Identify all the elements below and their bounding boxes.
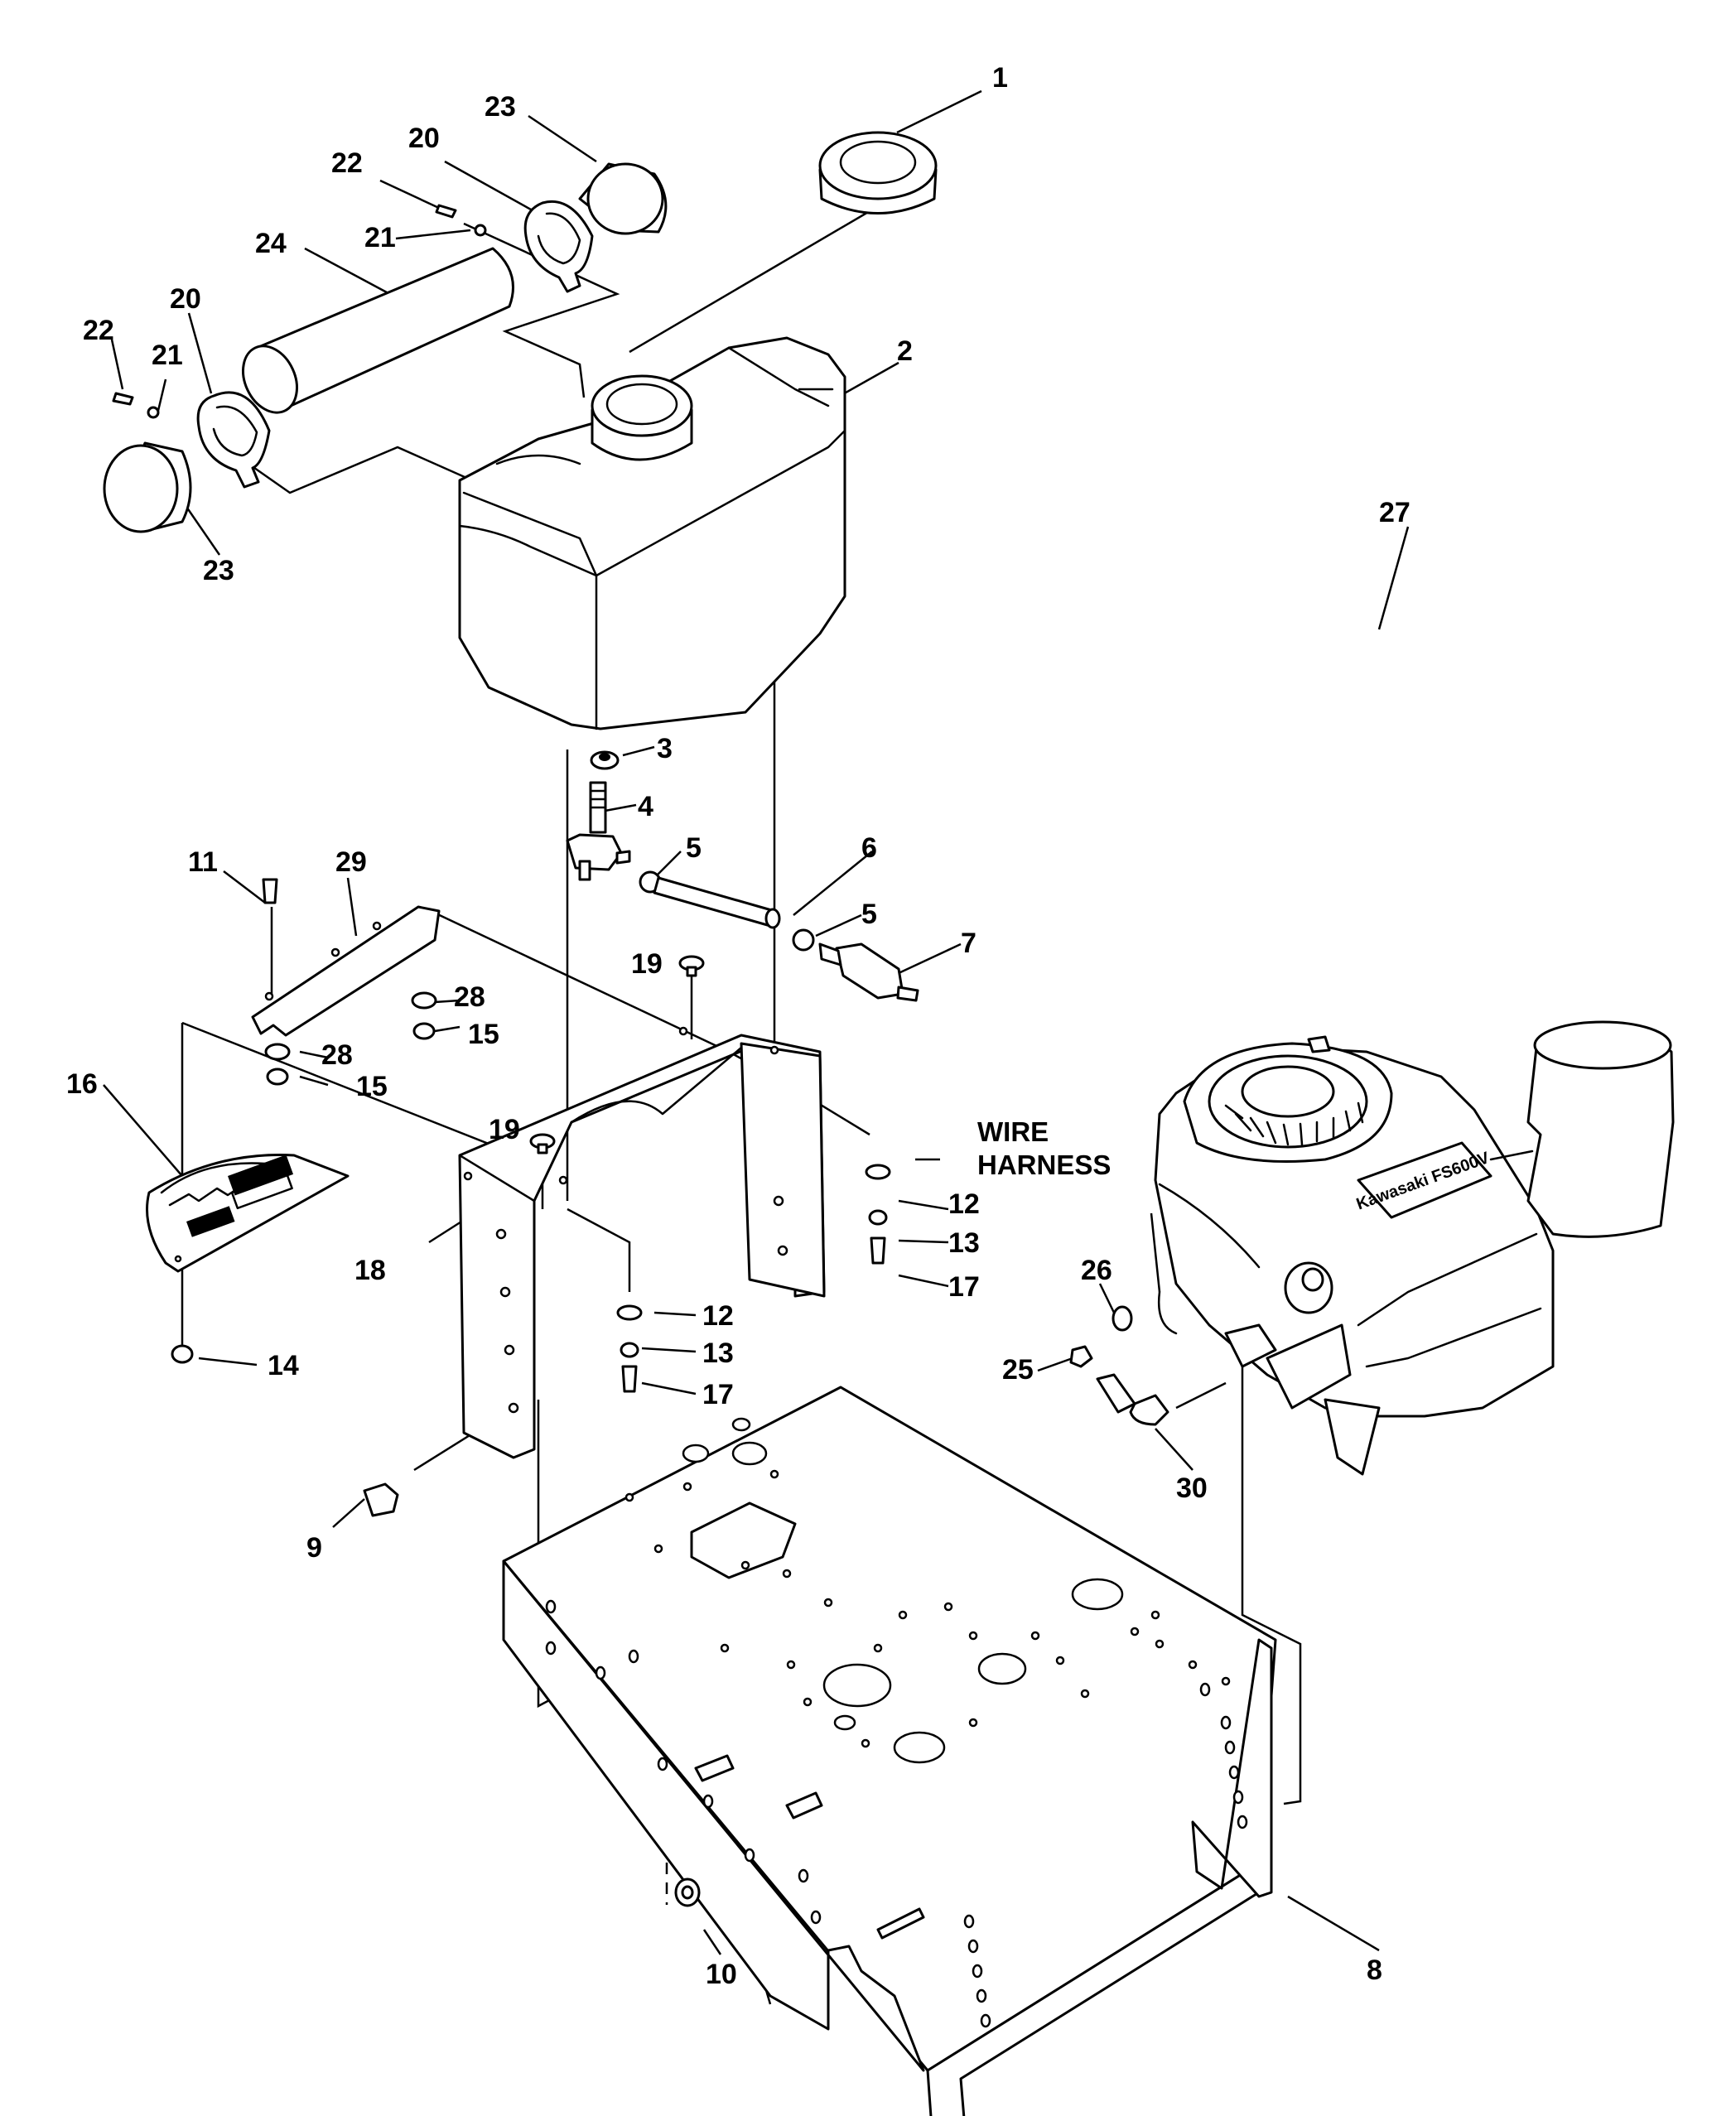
tank-bracket <box>458 1026 826 1459</box>
callout-labels: 1 2 3 4 5 6 5 7 23 20 22 21 24 20 22 21 … <box>66 62 1410 1990</box>
fuel-line <box>653 876 781 929</box>
washer-28-lower <box>264 1043 291 1061</box>
mounting-plate <box>251 905 441 1037</box>
callout-4: 4 <box>638 791 653 822</box>
callout-29: 29 <box>335 846 367 878</box>
hose-clamp-top <box>523 200 594 293</box>
callout-28a: 28 <box>454 981 485 1013</box>
screw-11 <box>262 878 278 904</box>
callout-24: 24 <box>255 228 287 259</box>
engine: Kawasaki FS600V <box>1154 1020 1675 1476</box>
washer-12-center <box>616 1304 643 1321</box>
callout-18: 18 <box>354 1255 386 1286</box>
fuel-filter <box>818 942 919 1002</box>
callout-14: 14 <box>268 1350 299 1381</box>
fuel-tank <box>458 336 846 730</box>
bolt-25 <box>1069 1345 1093 1368</box>
washer-12-right <box>865 1164 891 1180</box>
lockwasher-13-right <box>868 1209 888 1226</box>
bolt-17-right <box>870 1236 886 1265</box>
nut-14 <box>171 1344 194 1364</box>
callout-17a: 17 <box>948 1271 980 1303</box>
nut-15-upper <box>412 1022 436 1040</box>
callout-7: 7 <box>961 928 976 959</box>
frame-small-holes <box>624 1469 1231 1748</box>
callout-23b: 23 <box>203 555 234 586</box>
nut-21-left <box>147 406 160 419</box>
callout-13a: 13 <box>948 1227 980 1259</box>
air-filter-top <box>578 162 668 235</box>
callout-5b: 5 <box>861 899 877 930</box>
elbow-fitting-30 <box>1096 1373 1169 1426</box>
callout-22a: 22 <box>331 147 363 179</box>
grommet <box>590 750 620 770</box>
callout-19a: 19 <box>631 948 663 980</box>
callout-13b: 13 <box>702 1338 734 1369</box>
hose-clamp-5-lower <box>792 928 815 952</box>
screw-22-left <box>112 392 134 406</box>
washer-28-upper <box>411 991 437 1010</box>
carriage-bolt-19-lower <box>529 1133 556 1154</box>
callout-15b: 15 <box>356 1071 388 1102</box>
hose-clamp-left <box>196 391 271 489</box>
frame-side-holes <box>545 1599 1248 2028</box>
callout-12b: 12 <box>702 1300 734 1332</box>
wire-harness-label-line2: HARNESS <box>977 1150 1111 1180</box>
carriage-bolt-19-upper <box>678 955 705 977</box>
callout-15a: 15 <box>468 1019 499 1050</box>
callout-5a: 5 <box>686 832 702 864</box>
callout-25: 25 <box>1002 1354 1034 1386</box>
callout-16: 16 <box>66 1068 98 1100</box>
wire-harness-label-line1: WIRE <box>977 1116 1049 1147</box>
callout-23a: 23 <box>485 91 516 123</box>
callout-10: 10 <box>706 1959 737 1990</box>
callout-3: 3 <box>657 733 673 764</box>
fuel-cap <box>818 131 938 214</box>
callout-8: 8 <box>1367 1955 1382 1986</box>
recoil-fins <box>1224 1101 1364 1146</box>
callout-2: 2 <box>897 335 913 367</box>
washer-26 <box>1112 1305 1133 1332</box>
bolt-17-center <box>621 1365 638 1393</box>
wire-harness <box>1157 1290 1178 1335</box>
callout-20a: 20 <box>408 123 440 154</box>
nut-21-top <box>474 224 487 237</box>
callout-21a: 21 <box>364 222 396 253</box>
nut-15-lower <box>266 1068 289 1086</box>
callout-9: 9 <box>306 1532 322 1564</box>
callout-19b: 19 <box>489 1114 520 1145</box>
callout-21b: 21 <box>152 340 183 371</box>
plug-9 <box>363 1482 399 1517</box>
callout-27: 27 <box>1379 497 1410 528</box>
callout-20b: 20 <box>170 283 201 315</box>
air-filter-left <box>103 441 192 533</box>
frame <box>502 1386 1277 2116</box>
fuel-shutoff-valve <box>566 781 631 881</box>
callout-12a: 12 <box>948 1188 980 1220</box>
air-intake-tube <box>242 247 514 414</box>
lockwasher-13-center <box>620 1342 639 1358</box>
callout-11: 11 <box>188 846 218 878</box>
callout-22b: 22 <box>83 315 114 346</box>
callout-28b: 28 <box>321 1039 353 1071</box>
callout-1: 1 <box>992 62 1008 94</box>
callout-6: 6 <box>861 832 877 864</box>
callout-26: 26 <box>1081 1255 1112 1286</box>
throttle-quadrant-plate <box>146 1154 350 1273</box>
callout-30: 30 <box>1176 1473 1208 1504</box>
screw-22-top <box>435 204 457 219</box>
bushing-10 <box>674 1877 701 1907</box>
callout-17b: 17 <box>702 1379 734 1410</box>
